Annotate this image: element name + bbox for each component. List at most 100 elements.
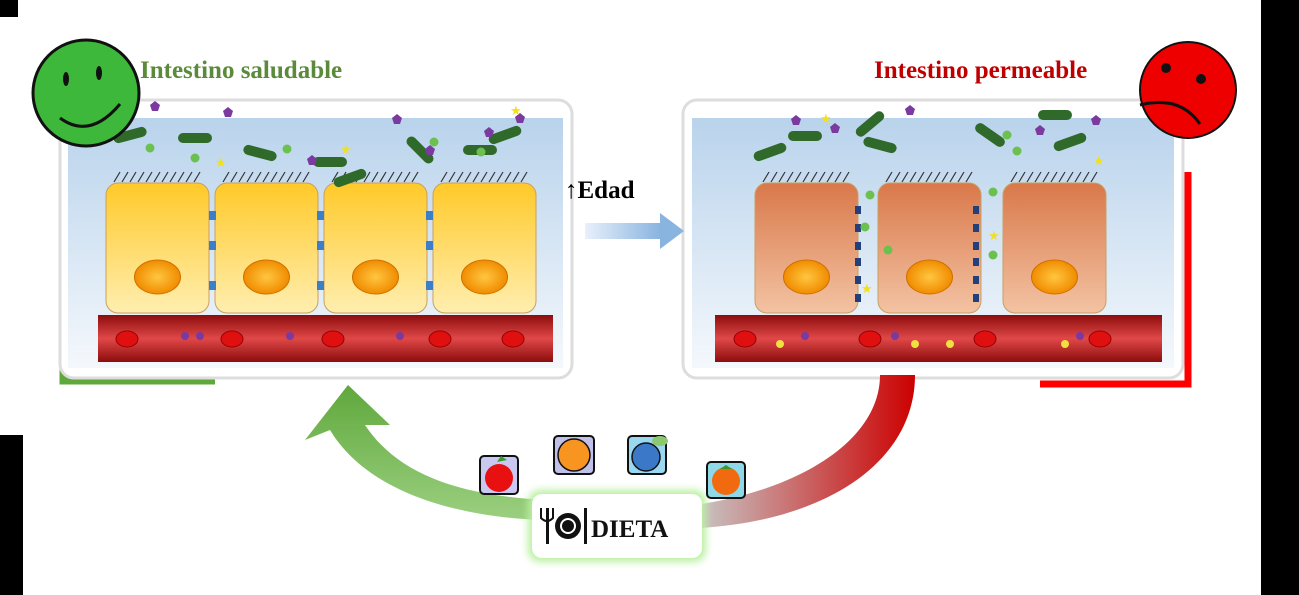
microvillus <box>137 171 145 183</box>
bacterium <box>855 111 885 137</box>
nutrient-star: ★ <box>820 111 832 126</box>
cell-nucleus <box>352 259 399 295</box>
microvillus <box>1034 171 1042 183</box>
microvillus <box>270 171 278 183</box>
plate-cutlery-icon <box>540 508 587 544</box>
microvillus <box>909 171 917 183</box>
cell-nucleus <box>906 259 953 295</box>
blood-particle <box>196 332 204 340</box>
microvillus <box>379 171 387 183</box>
microvillus <box>778 171 786 183</box>
red-damage-arrow <box>695 375 915 528</box>
cell-nucleus <box>134 259 181 295</box>
bacterium <box>753 142 787 162</box>
microvillus <box>893 171 901 183</box>
red-blood-cell <box>733 330 757 348</box>
microvillus <box>230 171 238 183</box>
metabolite <box>1012 146 1022 156</box>
red-blood-cell <box>115 330 139 348</box>
microvillus <box>371 171 379 183</box>
tight-junction-disrupted <box>973 242 979 250</box>
tight-junction-disrupted <box>973 294 979 302</box>
microvillus <box>770 171 778 183</box>
leaky-frame <box>1040 172 1192 388</box>
age-arrow-head <box>660 213 684 249</box>
toxin-molecule <box>1091 115 1101 125</box>
bacterium <box>975 123 1005 147</box>
blood-particle <box>1061 340 1069 348</box>
microvillus <box>1042 171 1050 183</box>
microvillus <box>331 171 339 183</box>
toxin-molecule <box>307 155 317 165</box>
microvillus <box>1010 171 1018 183</box>
nutrient-star: ★ <box>215 155 227 170</box>
bacterium <box>406 136 434 164</box>
microvillus <box>145 171 153 183</box>
cell-nucleus <box>243 259 290 295</box>
microvillus <box>965 171 973 183</box>
bacterium <box>243 144 277 162</box>
microvillus <box>885 171 893 183</box>
diet-label: DIETA <box>591 516 668 543</box>
nutrient-star: ★ <box>988 228 1000 243</box>
age-arrow-shaft <box>585 223 660 239</box>
microvillus <box>254 171 262 183</box>
microvillus <box>403 171 411 183</box>
orange-icon <box>553 435 595 475</box>
microvillus <box>448 171 456 183</box>
microvillus <box>185 171 193 183</box>
tight-junction-disrupted <box>855 276 861 284</box>
bacterium <box>1038 110 1072 120</box>
microvillus <box>802 171 810 183</box>
tight-junction-disrupted <box>855 294 861 302</box>
cell-nucleus <box>461 259 508 295</box>
microvillus <box>294 171 302 183</box>
microvillus <box>472 171 480 183</box>
metabolite <box>476 147 486 157</box>
cell-nucleus <box>1031 259 1078 295</box>
bacterium <box>788 131 822 141</box>
bacterium <box>113 126 147 144</box>
metabolite <box>1002 130 1012 140</box>
metabolite <box>860 222 870 232</box>
black-corner <box>0 0 18 17</box>
blood-particle <box>286 332 294 340</box>
tight-junction-disrupted <box>973 258 979 266</box>
microvillus <box>810 171 818 183</box>
red-blood-cell <box>220 330 244 348</box>
microvillus <box>121 171 129 183</box>
metabolite <box>145 143 155 153</box>
microvillus <box>917 171 925 183</box>
blood-particle <box>1076 332 1084 340</box>
microvillus <box>933 171 941 183</box>
age-label: ↑Edad <box>565 177 635 204</box>
microvillus <box>1066 171 1074 183</box>
tight-junction <box>209 241 216 250</box>
microvillus <box>925 171 933 183</box>
microvillus <box>496 171 504 183</box>
microvillus <box>941 171 949 183</box>
microvillus <box>411 171 419 183</box>
tight-junction <box>426 281 433 290</box>
tight-junction-disrupted <box>855 242 861 250</box>
tight-junction <box>317 241 324 250</box>
healthy-title: Intestino saludable <box>140 57 342 84</box>
microvillus <box>1074 171 1082 183</box>
microvillus <box>1050 171 1058 183</box>
diet-box <box>532 494 702 558</box>
toxin-molecule <box>392 114 402 124</box>
microvillus <box>222 171 230 183</box>
microvillus <box>949 171 957 183</box>
bacterium <box>1053 132 1087 152</box>
epithelial-cell <box>877 182 982 314</box>
microvillus <box>826 171 834 183</box>
red-blood-cell <box>1088 330 1112 348</box>
tight-junction-disrupted <box>855 206 861 214</box>
microvillus <box>169 171 177 183</box>
microvillus <box>278 171 286 183</box>
microvillus <box>246 171 254 183</box>
tight-junction-disrupted <box>855 224 861 232</box>
black-edge-right <box>1261 0 1299 595</box>
red-blood-cell <box>973 330 997 348</box>
toxin-molecule <box>791 115 801 125</box>
